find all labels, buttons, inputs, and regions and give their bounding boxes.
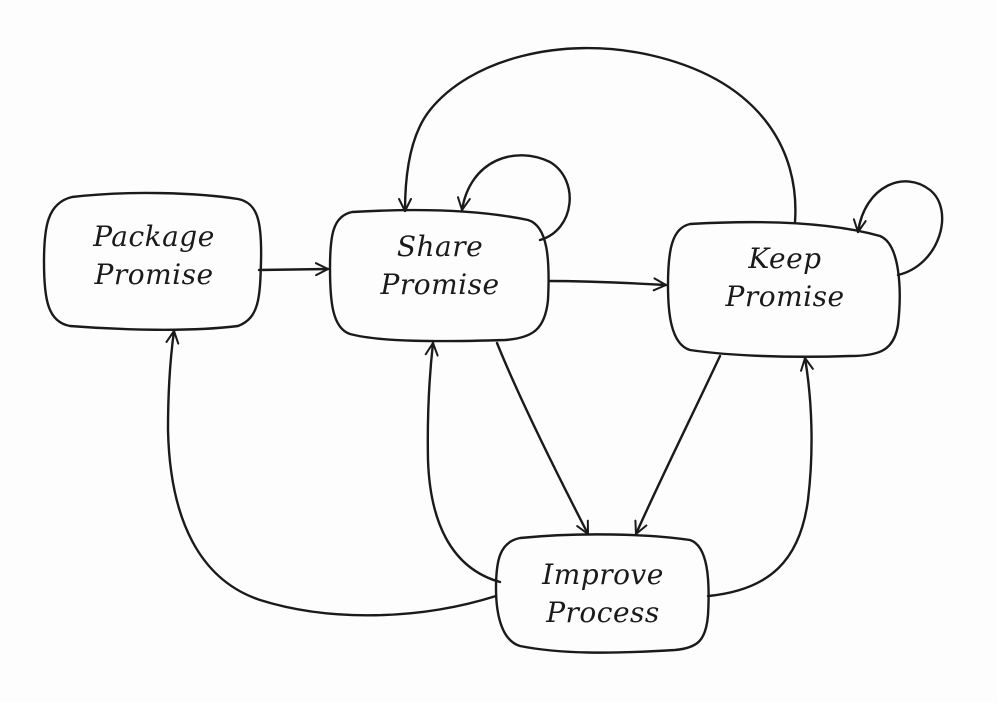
edge-share-to-keep	[547, 277, 668, 292]
edge-keep-to-share-arc	[398, 46, 797, 224]
keep-line2: Promise	[725, 280, 845, 313]
package-line1: Package	[93, 220, 215, 253]
edge-package-to-share	[257, 262, 330, 277]
share-line1: Share	[396, 230, 484, 263]
share-promise-label: Share Promise	[340, 228, 540, 304]
edge-improve-to-share	[424, 341, 502, 584]
improve-process-label: Improve Process	[505, 556, 701, 632]
package-line2: Promise	[94, 258, 214, 291]
keep-line1: Keep	[748, 242, 822, 275]
edge-improve-to-keep	[706, 356, 814, 598]
package-promise-label: Package Promise	[56, 218, 252, 294]
edge-share-self-loop	[456, 154, 571, 242]
share-line2: Promise	[380, 268, 500, 301]
improve-line2: Process	[546, 596, 660, 629]
keep-promise-label: Keep Promise	[680, 240, 890, 316]
edge-improve-to-package	[165, 329, 498, 617]
package-promise-box	[42, 191, 263, 331]
improve-line1: Improve	[542, 558, 664, 591]
edge-share-to-improve	[495, 341, 590, 536]
share-promise-box	[328, 208, 550, 343]
edge-keep-to-improve	[634, 354, 722, 536]
edge-keep-self-loop	[852, 180, 944, 277]
improve-process-box	[494, 533, 710, 654]
